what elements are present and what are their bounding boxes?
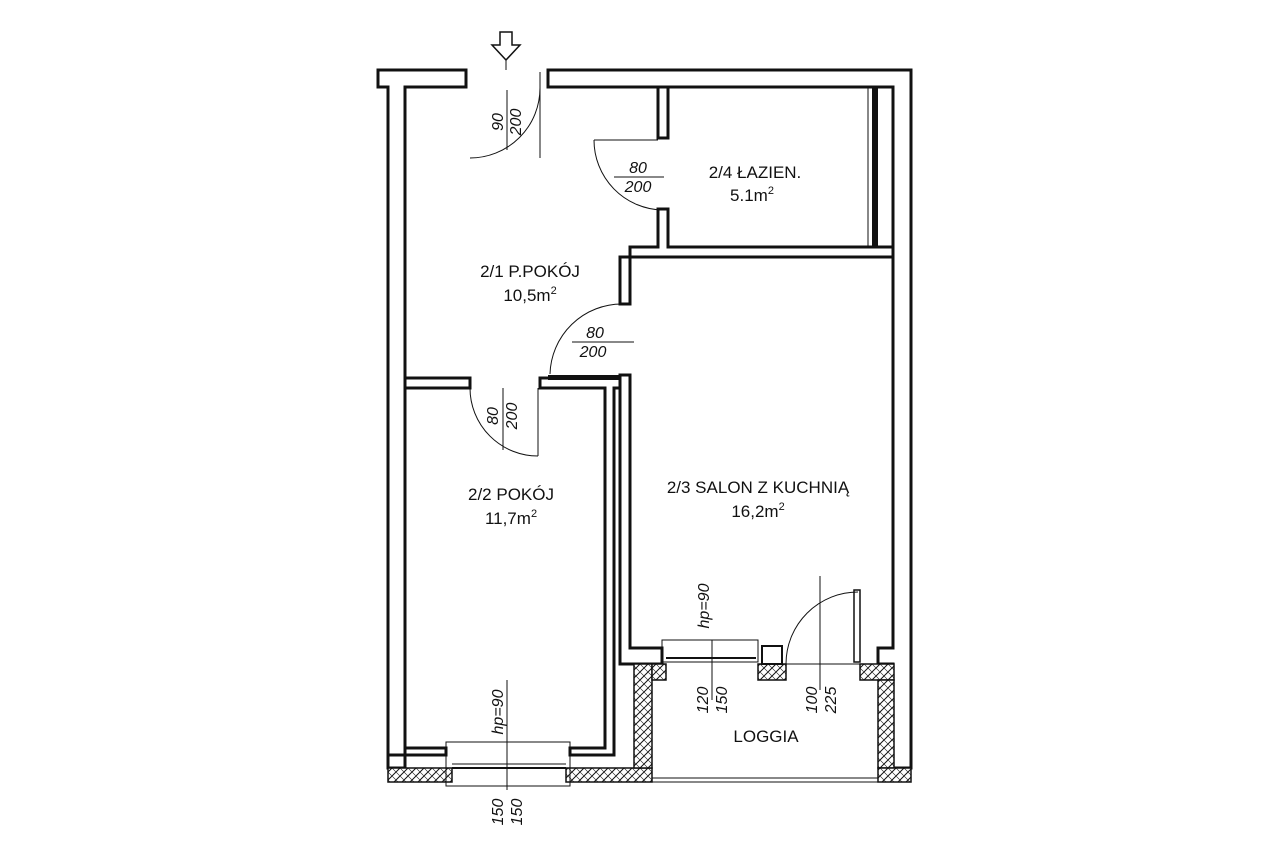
entrance-arrow-icon bbox=[490, 31, 522, 70]
bathroom-walls bbox=[628, 85, 895, 259]
svg-text:80: 80 bbox=[485, 407, 502, 425]
svg-text:200: 200 bbox=[624, 179, 652, 196]
salon-window-frame bbox=[661, 639, 783, 700]
entry-door bbox=[469, 72, 541, 159]
room-name: 2/2 POKÓJ bbox=[468, 485, 554, 504]
svg-text:200: 200 bbox=[508, 109, 525, 137]
room-name: 2/4 ŁAZIEN. bbox=[709, 163, 802, 182]
svg-text:80: 80 bbox=[586, 325, 604, 342]
door-dim-entry: 90 200 bbox=[490, 90, 525, 150]
room-area: 10,5m2 bbox=[503, 285, 556, 305]
door-dim-salon: 80 200 bbox=[579, 325, 607, 361]
room-name: 2/3 SALON Z KUCHNIĄ bbox=[667, 478, 850, 497]
window-dim-balcony-door: 100 225 bbox=[804, 687, 840, 715]
svg-text:90: 90 bbox=[490, 113, 507, 131]
svg-text:100: 100 bbox=[804, 687, 821, 714]
window-dim-salon: hp=90 120 150 bbox=[695, 583, 731, 713]
pokoj-window-frame bbox=[445, 680, 571, 790]
svg-text:120: 120 bbox=[695, 687, 712, 714]
window-dim-pokoj: hp=90 150 150 bbox=[490, 689, 526, 825]
svg-text:150: 150 bbox=[509, 799, 526, 826]
room-label-przedpokoj: 2/1 P.POKÓJ 10,5m2 bbox=[480, 262, 580, 305]
room-area: 11,7m2 bbox=[485, 508, 537, 528]
svg-text:150: 150 bbox=[714, 687, 731, 714]
svg-text:hp=90: hp=90 bbox=[490, 689, 507, 734]
room-label-pokoj: 2/2 POKÓJ 11,7m2 bbox=[468, 485, 554, 528]
svg-text:80: 80 bbox=[629, 160, 647, 177]
bathroom-door bbox=[593, 139, 663, 211]
svg-text:225: 225 bbox=[823, 687, 840, 715]
salon-door bbox=[549, 303, 634, 375]
room-label-salon: 2/3 SALON Z KUCHNIĄ 16,2m2 bbox=[667, 478, 850, 521]
shower-partition bbox=[872, 87, 878, 247]
door-dim-pokoj: 80 200 bbox=[485, 388, 521, 450]
svg-text:200: 200 bbox=[579, 344, 607, 361]
svg-text:150: 150 bbox=[490, 799, 507, 826]
balcony-door-frame bbox=[785, 576, 861, 690]
pokoj-walls bbox=[403, 376, 622, 757]
pokoj-door bbox=[469, 387, 539, 457]
svg-text:hp=90: hp=90 bbox=[696, 583, 713, 628]
room-name: 2/1 P.POKÓJ bbox=[480, 262, 580, 281]
room-name: LOGGIA bbox=[733, 727, 799, 746]
svg-text:200: 200 bbox=[504, 403, 521, 431]
door-dim-bathroom: 80 200 bbox=[614, 160, 664, 196]
room-area: 5.1m2 bbox=[730, 185, 774, 205]
room-label-lazienka: 2/4 ŁAZIEN. 5.1m2 bbox=[709, 163, 802, 205]
room-label-loggia: LOGGIA bbox=[733, 727, 799, 746]
hatched-walls bbox=[387, 663, 912, 783]
room-area: 16,2m2 bbox=[731, 501, 784, 521]
